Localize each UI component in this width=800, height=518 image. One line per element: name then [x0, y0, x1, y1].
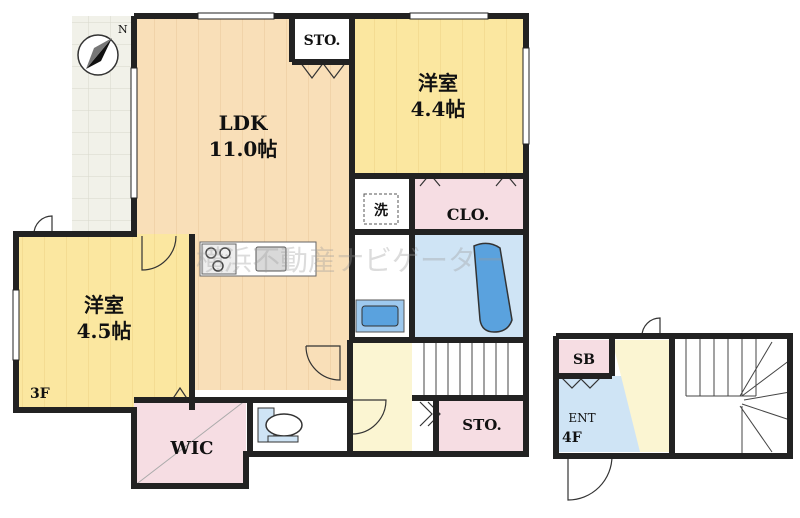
washer-box	[363, 193, 399, 225]
watermark: 横浜不動産ナビゲーター	[196, 244, 504, 277]
floor-3f-label: 3F	[30, 386, 50, 402]
storage-top-label: STO.	[304, 33, 341, 49]
compass: N	[77, 23, 128, 76]
wic-label: WIC	[170, 438, 214, 459]
hall	[352, 340, 412, 452]
stove-icon	[201, 243, 237, 275]
western-room-4-4-name: 洋室	[418, 71, 458, 95]
stairs-3f	[412, 340, 524, 398]
stair-treads-3f	[423, 340, 509, 398]
walls	[13, 13, 793, 489]
ldk-name: LDK	[219, 111, 268, 135]
western-room-4-5-size: 4.5帖	[77, 319, 132, 343]
closet-label: CLO.	[447, 205, 490, 224]
stair-treads-4f	[685, 336, 791, 456]
windows	[12, 12, 530, 361]
storage-bottom	[436, 398, 524, 452]
storage-top	[292, 16, 352, 62]
entrance-label: ENT	[568, 411, 595, 425]
ldk-size: 11.0帖	[209, 137, 278, 161]
western-room-4-4-size: 4.4帖	[411, 97, 466, 121]
western-room-4-4	[352, 16, 524, 176]
sink-icon	[255, 246, 287, 272]
compass-north-label: N	[118, 23, 128, 36]
floor-4f-label: 4F	[562, 430, 582, 446]
washer-label: 洗	[374, 202, 388, 219]
sb-label: SB	[573, 352, 595, 368]
storage-sb	[558, 340, 612, 376]
storage-bottom-label: STO.	[462, 416, 501, 434]
closet	[412, 176, 524, 232]
toilet-icon	[265, 413, 303, 437]
bathtub-icon	[473, 242, 513, 333]
western-room-4-5-name: 洋室	[84, 293, 124, 317]
